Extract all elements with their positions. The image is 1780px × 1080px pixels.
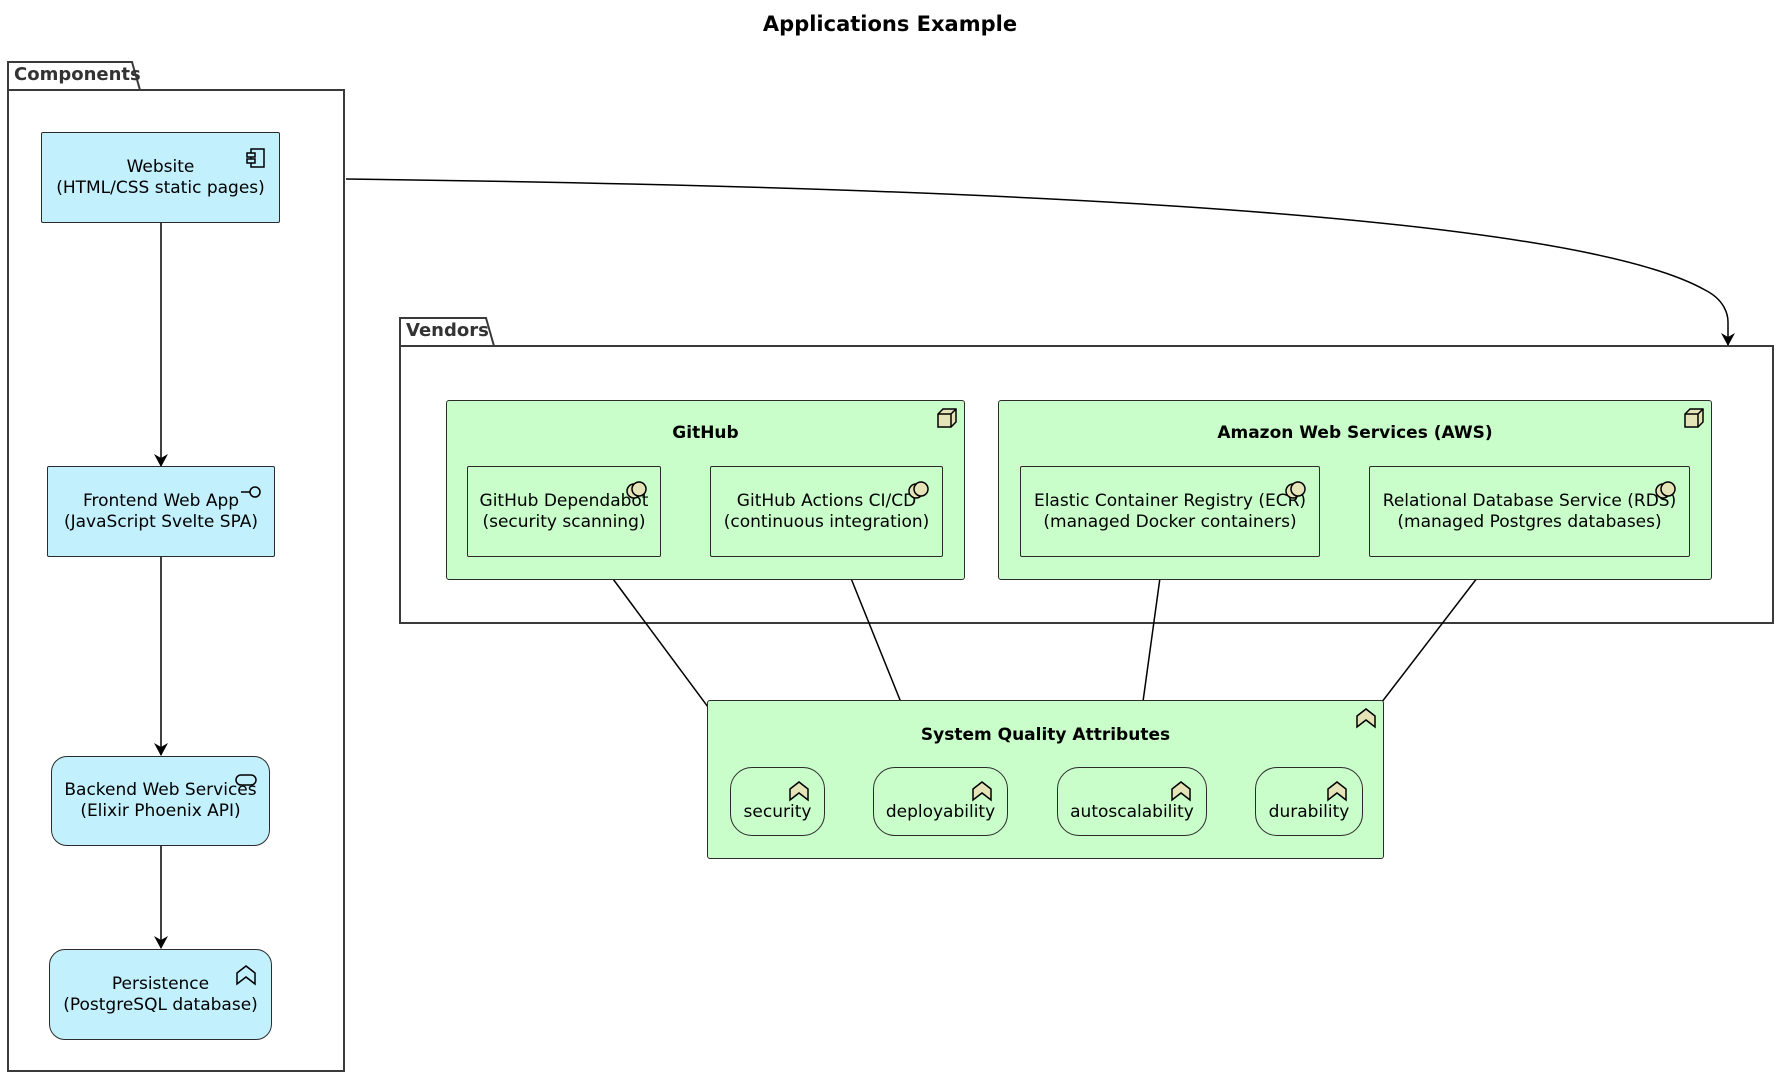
requirement-icon — [1171, 781, 1191, 802]
requirement-icon — [789, 781, 809, 802]
collaboration-icon — [1655, 481, 1676, 499]
frontend-title: Frontend Web App — [82, 490, 240, 511]
quality-item-label: durability — [1268, 802, 1350, 822]
ecr-title: Elastic Container Registry (ECR) — [1033, 490, 1307, 511]
quality-item-deployability: deployability — [873, 767, 1008, 836]
ecr-subtitle: (managed Docker containers) — [1043, 511, 1297, 532]
github-group-title: GitHub — [672, 423, 739, 443]
persistence-title: Persistence — [111, 973, 210, 994]
quality-item-label: security — [743, 802, 812, 822]
collaboration-icon — [626, 481, 647, 499]
collaboration-icon — [1285, 481, 1306, 499]
aws-rds-service: Relational Database Service (RDS) (manag… — [1369, 466, 1690, 557]
components-package-frame — [7, 61, 345, 1072]
github-dependabot-service: GitHub Dependabot (security scanning) — [467, 466, 661, 557]
component-icon — [246, 148, 265, 168]
backend-subtitle: (Elixir Phoenix API) — [80, 801, 241, 821]
quality-item-security: security — [730, 767, 825, 836]
diagram-title: Applications Example — [762, 12, 1018, 36]
persistence-subtitle: (PostgreSQL database) — [63, 994, 258, 1015]
requirement-icon — [972, 781, 992, 802]
requirement-icon — [236, 965, 256, 986]
service-icon — [235, 774, 257, 786]
quality-item-durability: durability — [1255, 767, 1363, 836]
quality-item-label: autoscalability — [1070, 802, 1194, 822]
quality-item-autoscalability: autoscalability — [1057, 767, 1207, 836]
vendors-package-label: Vendors — [406, 320, 489, 341]
aws-ecr-service: Elastic Container Registry (ECR) (manage… — [1020, 466, 1320, 557]
website-title: Website — [126, 156, 195, 177]
rds-subtitle: (managed Postgres databases) — [1397, 511, 1662, 532]
node-cube-icon — [937, 408, 957, 428]
aws-group-title: Amazon Web Services (AWS) — [1217, 423, 1493, 443]
github-actions-service: GitHub Actions CI/CD (continuous integra… — [710, 466, 943, 557]
edge-components-vendors — [345, 178, 1735, 346]
persistence-component: Persistence (PostgreSQL database) — [49, 949, 272, 1040]
collaboration-icon — [908, 481, 929, 499]
frontend-subtitle: (JavaScript Svelte SPA) — [63, 511, 259, 532]
backend-component: Backend Web Services (Elixir Phoenix API… — [51, 756, 270, 846]
interface-icon — [241, 486, 261, 498]
node-cube-icon — [1684, 408, 1704, 428]
requirement-icon — [1356, 708, 1376, 729]
actions-title: GitHub Actions CI/CD — [736, 490, 917, 511]
requirement-icon — [1327, 781, 1347, 802]
rds-title: Relational Database Service (RDS) — [1382, 490, 1677, 511]
dependabot-title: GitHub Dependabot — [479, 490, 649, 511]
frontend-component: Frontend Web App (JavaScript Svelte SPA) — [47, 466, 275, 557]
website-component: Website (HTML/CSS static pages) — [41, 132, 280, 223]
quality-item-label: deployability — [885, 802, 996, 822]
components-package-label: Components — [14, 64, 141, 85]
backend-title: Backend Web Services — [64, 780, 257, 800]
actions-subtitle: (continuous integration) — [723, 511, 930, 532]
website-subtitle: (HTML/CSS static pages) — [56, 177, 265, 198]
dependabot-subtitle: (security scanning) — [482, 511, 646, 532]
vendors-package-frame — [399, 317, 1774, 624]
quality-group-title: System Quality Attributes — [920, 725, 1171, 745]
